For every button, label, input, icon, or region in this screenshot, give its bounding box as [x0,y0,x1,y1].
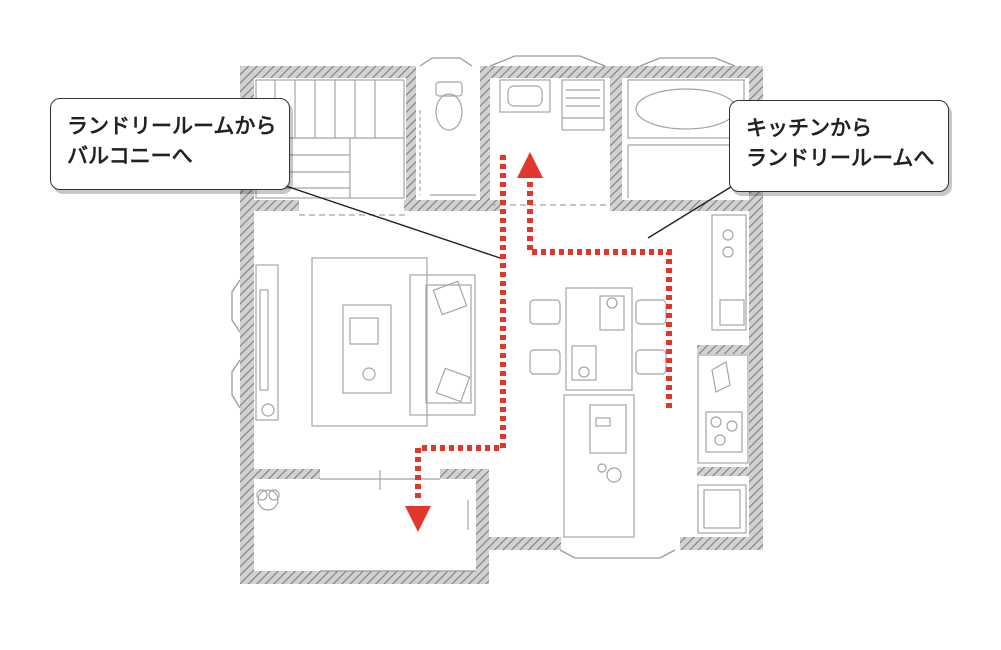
leader-line-right [647,181,740,239]
sink-icon [499,79,551,113]
stove-icon [697,214,749,464]
callout-left-line1: ランドリールームから [67,114,277,138]
callout-left-line2: バルコニーへ [67,144,193,168]
washing-machine-icon [561,79,605,131]
walls [240,66,763,584]
chair-icon [529,299,667,375]
bathtub-icon [627,79,745,198]
tv-stand-icon [255,264,279,421]
callout-right-line2: ランドリールームへ [746,146,935,170]
plant-icon [256,403,280,511]
coffee-table-icon [311,257,428,427]
leader-line-left [267,179,501,259]
callout-right-line1: キッチンから [746,116,872,140]
callout-kitchen-to-laundry: キッチンから ランドリールームへ [729,100,949,192]
sofa-icon [409,274,476,416]
callout-laundry-to-balcony: ランドリールームから バルコニーへ [50,98,290,190]
kitchen-island-icon [563,394,635,538]
route-path-kitchen-to-laundry [527,178,672,408]
windows [231,55,736,572]
toilet-icon [419,81,476,196]
arrow-up-icon [517,152,543,178]
arrow-down-icon [405,506,431,532]
dining-table-icon [565,287,633,391]
route-path-laundry-to-balcony [415,155,506,500]
fridge-icon [697,484,747,534]
